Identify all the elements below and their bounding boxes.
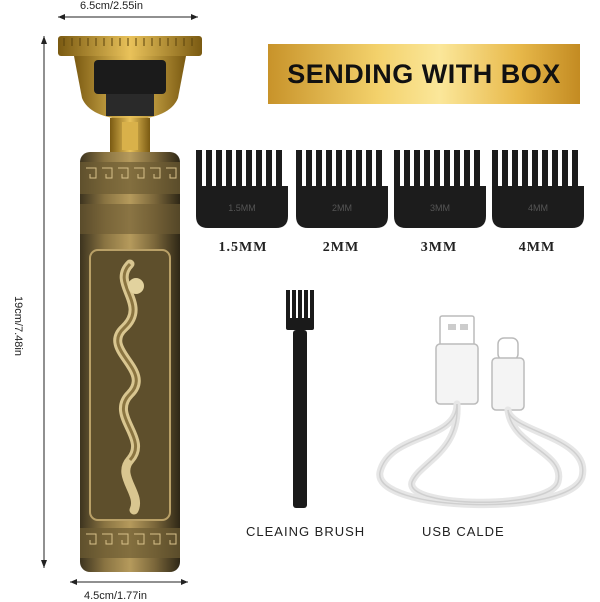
usb-cable-image	[376, 315, 587, 509]
comb-4mm-engraving: 4MM	[528, 203, 548, 213]
comb-label-2mm: 2MM	[322, 240, 360, 255]
comb-label-3mm: 3MM	[420, 240, 458, 255]
base-dimension-label: 4.5cm/1.77in	[84, 590, 147, 602]
trimmer-image	[58, 36, 202, 572]
cleaning-brush-image	[286, 290, 314, 508]
width-dimension-label: 6.5cm/2.55in	[80, 0, 143, 12]
banner-title: SENDING WITH BOX	[287, 58, 561, 89]
sending-with-box-banner: SENDING WITH BOX	[268, 44, 580, 104]
comb-label-4mm: 4MM	[518, 240, 556, 255]
usb-cable-label: USB CALDE	[422, 524, 505, 539]
cleaning-brush-label: CLEAING BRUSH	[246, 524, 366, 539]
comb-4mm-image: 4MM	[492, 150, 584, 228]
comb-label-1-5mm: 1.5MM	[218, 240, 268, 255]
comb-1-5mm-engraving: 1.5MM	[228, 203, 256, 213]
comb-3mm-image: 3MM	[394, 150, 486, 228]
comb-3mm-engraving: 3MM	[430, 203, 450, 213]
comb-1-5mm-image: 1.5MM	[196, 150, 288, 228]
comb-2mm-image: 2MM	[296, 150, 388, 228]
comb-2mm-engraving: 2MM	[332, 203, 352, 213]
